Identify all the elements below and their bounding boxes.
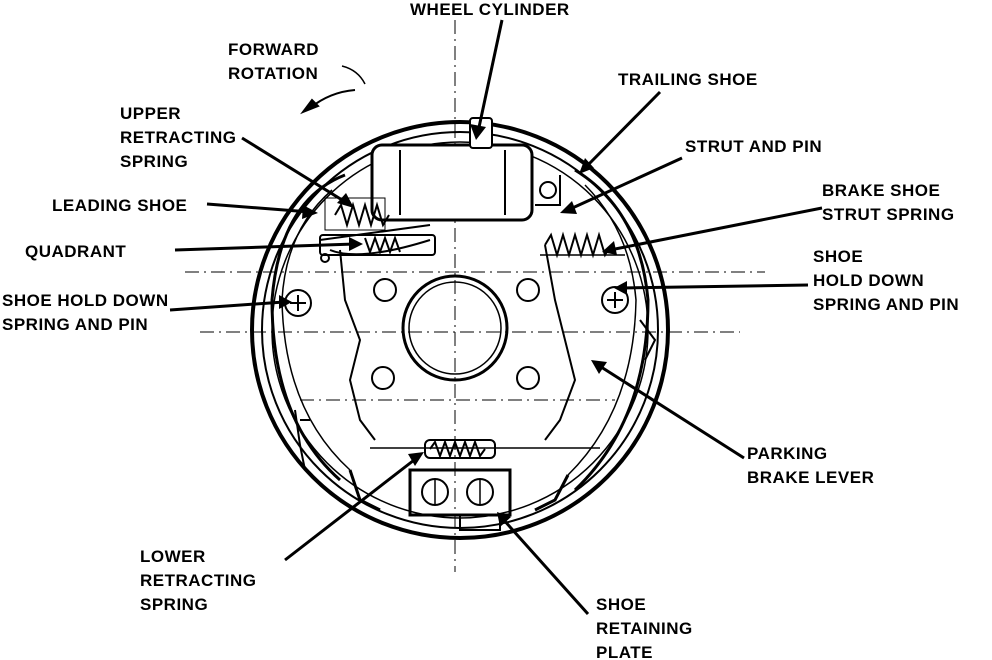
label-strut-and-pin: STRUT AND PIN bbox=[685, 137, 822, 156]
retaining-plate-shape bbox=[408, 468, 512, 531]
label-leading-shoe: LEADING SHOE bbox=[52, 196, 187, 215]
label-upper-retracting-spring-2: RETRACTING bbox=[120, 128, 236, 147]
label-retaining-plate-3: PLATE bbox=[596, 643, 653, 660]
label-hold-down-right-1: SHOE bbox=[813, 247, 863, 266]
hub bbox=[401, 274, 509, 382]
leading-shoe-shape bbox=[270, 173, 381, 512]
labels: WHEEL CYLINDER FORWARD ROTATION TRAILING… bbox=[2, 0, 959, 660]
label-lower-spring-2: RETRACTING bbox=[140, 571, 256, 590]
label-hold-down-right-3: SPRING AND PIN bbox=[813, 295, 959, 314]
lower-spring-shape bbox=[370, 439, 600, 459]
label-strut-spring-2: STRUT SPRING bbox=[822, 205, 955, 224]
label-hold-down-left-2: SPRING AND PIN bbox=[2, 315, 148, 334]
label-strut-spring-1: BRAKE SHOE bbox=[822, 181, 940, 200]
label-retaining-plate-1: SHOE bbox=[596, 595, 646, 614]
label-upper-retracting-spring-1: UPPER bbox=[120, 104, 181, 123]
strut-spring-shape bbox=[540, 231, 625, 259]
arrowheads bbox=[279, 124, 627, 527]
label-lower-spring-1: LOWER bbox=[140, 547, 206, 566]
detail-marks bbox=[294, 319, 657, 471]
trailing-shoe-shape bbox=[534, 168, 650, 512]
leader-lines bbox=[169, 19, 823, 616]
label-quadrant: QUADRANT bbox=[25, 242, 126, 261]
label-wheel-cylinder: WHEEL CYLINDER bbox=[410, 0, 570, 19]
label-upper-retracting-spring-3: SPRING bbox=[120, 152, 188, 171]
label-trailing-shoe: TRAILING SHOE bbox=[618, 70, 758, 89]
label-hold-down-left-1: SHOE HOLD DOWN bbox=[2, 291, 169, 310]
strut-pin-shape bbox=[535, 175, 561, 206]
label-lower-spring-3: SPRING bbox=[140, 595, 208, 614]
mounting-bolts bbox=[371, 278, 540, 390]
label-forward-rotation-2: ROTATION bbox=[228, 64, 318, 83]
hold-down-pins bbox=[284, 286, 629, 317]
forward-rotation-arrow bbox=[300, 65, 366, 115]
label-parking-brake-1: PARKING bbox=[747, 444, 828, 463]
label-forward-rotation-1: FORWARD bbox=[228, 40, 319, 59]
label-hold-down-right-2: HOLD DOWN bbox=[813, 271, 924, 290]
label-parking-brake-2: BRAKE LEVER bbox=[747, 468, 874, 487]
quadrant-shape bbox=[319, 234, 436, 263]
label-retaining-plate-2: RETAINING bbox=[596, 619, 693, 638]
upper-retracting-spring-shape bbox=[324, 197, 390, 231]
